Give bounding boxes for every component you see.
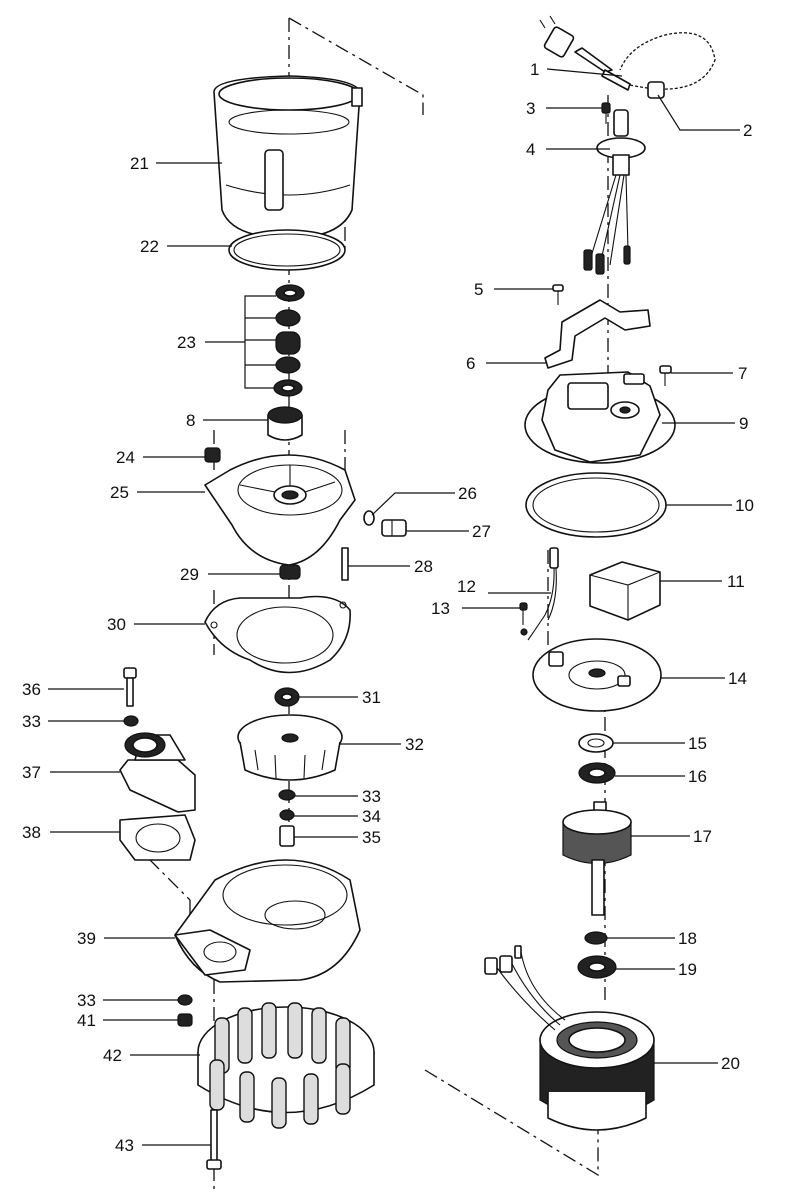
callout-19: 19 xyxy=(678,960,697,979)
part-19-bearing xyxy=(577,955,617,979)
assembly-axes xyxy=(129,17,609,1190)
part-1-power-cord-plug xyxy=(539,15,716,91)
callout-25: 25 xyxy=(110,483,129,502)
callout-34: 34 xyxy=(362,807,381,826)
callout-29: 29 xyxy=(180,565,199,584)
callout-13: 13 xyxy=(431,599,450,618)
callout-36: 36 xyxy=(22,680,41,699)
callout-3: 3 xyxy=(526,99,535,118)
callout-15: 15 xyxy=(688,734,707,753)
callout-32: 32 xyxy=(405,735,424,754)
part-36-bolt xyxy=(123,667,137,707)
callout-6: 6 xyxy=(466,354,475,373)
callout-11: 11 xyxy=(727,572,745,591)
callout-8: 8 xyxy=(186,411,195,430)
part-24-nut xyxy=(204,447,221,463)
part-20-stator xyxy=(484,944,655,1131)
callout-2: 2 xyxy=(743,121,752,140)
part-11-capacitor xyxy=(589,561,661,621)
callout-27: 27 xyxy=(472,522,491,541)
callout-41: 41 xyxy=(77,1011,96,1030)
leader-lines xyxy=(48,68,740,1146)
part-6-bracket xyxy=(544,299,651,369)
callout-28: 28 xyxy=(414,557,433,576)
part-10-o-ring xyxy=(525,472,667,538)
callout-33-left-upper: 33 xyxy=(22,712,41,731)
part-37-elbow-fitting xyxy=(119,732,196,813)
callout-24: 24 xyxy=(116,448,135,467)
part-5-screw xyxy=(552,284,564,305)
part-33-washer-left-upper xyxy=(123,715,139,727)
part-39-pump-casing xyxy=(174,859,361,983)
callout-4: 4 xyxy=(526,140,535,159)
callout-22: 22 xyxy=(140,237,159,256)
part-4-cable-gland xyxy=(583,109,646,275)
part-23-seal-stack xyxy=(244,284,305,397)
part-30-gasket xyxy=(204,595,351,674)
part-43-bolt xyxy=(206,1109,222,1170)
part-9-motor-cover xyxy=(524,371,676,464)
callout-26: 26 xyxy=(458,484,477,503)
part-8-shaft-sleeve xyxy=(267,406,303,441)
callout-7: 7 xyxy=(738,364,747,383)
part-25-pump-cover xyxy=(204,454,356,566)
callout-5: 5 xyxy=(474,280,483,299)
part-16-bearing xyxy=(578,762,616,784)
part-15-washer xyxy=(578,733,614,753)
part-28-bolt xyxy=(341,547,349,581)
part-14-end-bracket xyxy=(532,638,662,712)
part-31-nut xyxy=(274,687,300,707)
callout-21: 21 xyxy=(130,154,149,173)
callout-33-center: 33 xyxy=(362,787,381,806)
part-18-washer xyxy=(584,931,608,945)
callout-16: 16 xyxy=(688,767,707,786)
callout-35: 35 xyxy=(362,828,381,847)
part-27-plug xyxy=(381,519,407,537)
part-26-washer xyxy=(363,510,375,526)
part-41-nut xyxy=(177,1013,193,1027)
callout-39: 39 xyxy=(77,929,96,948)
part-38-gasket xyxy=(119,814,196,861)
callout-labels: 1 2 3 4 5 6 7 8 9 10 11 12 13 14 15 16 1… xyxy=(22,60,754,1155)
part-33-washer-center xyxy=(278,789,296,801)
callout-30: 30 xyxy=(107,615,126,634)
part-17-rotor-shaft xyxy=(562,801,632,916)
part-2-cord-clamp xyxy=(647,81,665,99)
callout-42: 42 xyxy=(103,1046,122,1065)
callout-17: 17 xyxy=(693,827,712,846)
part-13-screw xyxy=(519,602,528,636)
callout-33-left-lower: 33 xyxy=(77,991,96,1010)
part-3-screw xyxy=(601,102,611,124)
callout-12: 12 xyxy=(457,577,476,596)
callout-37: 37 xyxy=(22,763,41,782)
part-21-strainer-housing xyxy=(213,75,363,239)
part-29-nut xyxy=(279,564,301,580)
part-32-impeller xyxy=(237,714,343,781)
part-35-key xyxy=(279,825,295,847)
callout-1: 1 xyxy=(530,60,539,79)
callout-18: 18 xyxy=(678,929,697,948)
part-34-washer xyxy=(279,809,295,821)
callout-31: 31 xyxy=(362,688,381,707)
part-33-washer-left-lower xyxy=(177,994,193,1006)
callout-20: 20 xyxy=(721,1054,740,1073)
part-22-o-ring xyxy=(228,229,346,271)
callout-43: 43 xyxy=(115,1136,134,1155)
part-7-screw xyxy=(659,365,672,386)
callout-9: 9 xyxy=(739,414,748,433)
callout-10: 10 xyxy=(735,496,754,515)
part-42-motor-frame xyxy=(197,1002,375,1129)
callout-23: 23 xyxy=(177,333,196,352)
part-12-lead-wire xyxy=(527,547,559,641)
callout-38: 38 xyxy=(22,823,41,842)
callout-14: 14 xyxy=(728,669,747,688)
